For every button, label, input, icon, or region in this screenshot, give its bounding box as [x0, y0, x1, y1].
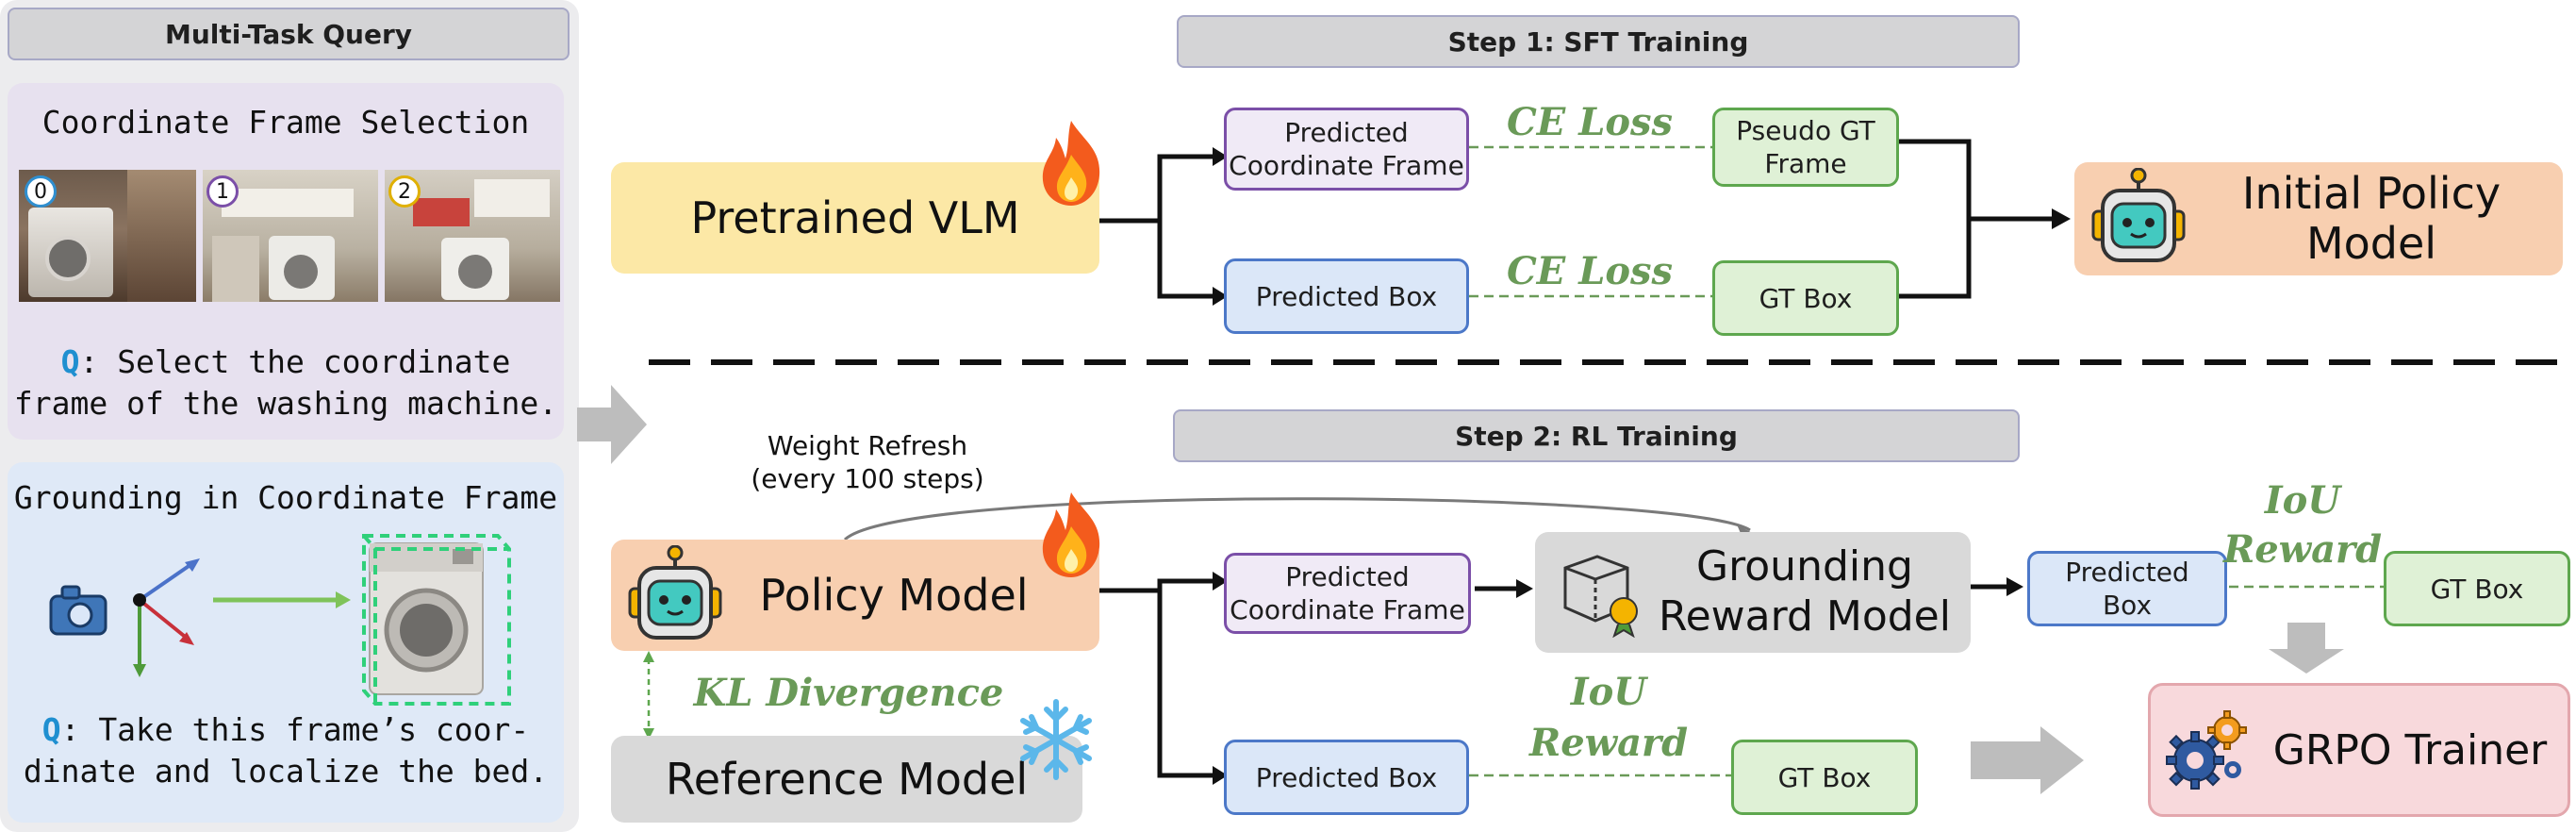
coordinate-frame-selection-title: Coordinate Frame Selection [41, 103, 530, 141]
grpo-trainer-box: GRPO Trainer [2148, 683, 2570, 817]
frame-label-1: 1 [206, 175, 239, 208]
reference-model-box: Reference Model [611, 736, 1082, 823]
question-1: Q: Select the coordinate frame of the wa… [8, 341, 564, 424]
frame-label-2: 2 [388, 175, 421, 208]
predicted-box-step1: Predicted Box [1224, 258, 1469, 334]
predicted-coordinate-frame-box-2: Predicted Coordinate Frame [1224, 553, 1471, 634]
initial-policy-line1: Initial Policy [2241, 168, 2502, 220]
weight-refresh-label: Weight Refresh (every 100 steps) [726, 424, 1009, 500]
grpo-trainer-label: GRPO Trainer [2272, 725, 2548, 774]
fire-icon [1042, 121, 1100, 206]
iou-top-line2: Reward [2222, 527, 2383, 572]
question-1-line-2: frame of the washing machine. [13, 385, 558, 422]
iou-reward-top: IoU Reward [2218, 474, 2387, 577]
pseudo-gt-frame-box: Pseudo GT Frame [1712, 108, 1899, 187]
flow-arrow-left [577, 385, 647, 464]
predicted-box-step2: Predicted Box [1224, 740, 1469, 815]
iou-reward-bottom: IoU Reward [1514, 662, 1703, 774]
pred-frame-line2: Coordinate Frame [1229, 150, 1464, 181]
grounding-rm-line1: Grounding [1696, 542, 1913, 591]
initial-policy-line2: Model [2305, 218, 2437, 269]
camera-icon [49, 585, 107, 636]
robot-icon [2091, 168, 2186, 262]
iou-bottom-line2: Reward [1528, 721, 1689, 765]
gt-box-bottom: GT Box [1731, 740, 1918, 815]
snowflake-icon [1020, 699, 1092, 780]
predicted-coordinate-frame-box: Predicted Coordinate Frame [1224, 108, 1469, 191]
pretrained-vlm-box: Pretrained VLM [611, 162, 1099, 274]
pred-frame-line1: Predicted [1284, 117, 1409, 148]
q-prefix-2: Q [41, 711, 61, 748]
question-2-line-1: : Take this frame’s coor- [60, 711, 530, 748]
cube-icon [1563, 555, 1638, 638]
fire-icon [1042, 492, 1100, 577]
robot-icon [628, 545, 722, 640]
gt-box-step1: GT Box [1712, 260, 1899, 336]
pseudo-gt-line2: Frame [1764, 148, 1847, 179]
grounding-reward-model-box: Grounding Reward Model [1535, 532, 1971, 653]
step1-header: Step 1: SFT Training [1177, 15, 2020, 68]
weight-refresh-line2: (every 100 steps) [751, 463, 984, 494]
gt-box-top: GT Box [2384, 551, 2570, 626]
ce-loss-2: CE Loss [1506, 248, 1674, 293]
room-image-1 [203, 170, 378, 302]
bounding-box [362, 534, 511, 706]
grounding-illustration [49, 534, 511, 706]
frame-label-0: 0 [25, 175, 57, 208]
grounding-rm-line2: Reward Model [1659, 592, 1951, 641]
iou-bottom-line1: IoU [1570, 670, 1647, 714]
step2-header: Step 2: RL Training [1173, 409, 2020, 462]
pred-frame2-line2: Coordinate Frame [1230, 594, 1465, 625]
question-1-line-1: : Select the coordinate [79, 343, 511, 380]
pred-box-rm-line1: Predicted [2065, 557, 2189, 588]
pseudo-gt-line1: Pseudo GT [1736, 115, 1875, 146]
coordinate-axes-icon [133, 558, 200, 677]
policy-model-label: Policy Model [759, 570, 1029, 621]
predicted-box-rm: Predicted Box [2027, 551, 2227, 626]
weight-refresh-line1: Weight Refresh [767, 430, 968, 461]
pred-box-rm-line2: Box [2102, 590, 2153, 621]
gear-icon [2166, 710, 2247, 790]
question-2: Q: Take this frame’s coor- dinate and lo… [8, 709, 564, 792]
multi-task-query-header: Multi-Task Query [8, 8, 570, 60]
pred-frame2-line1: Predicted [1285, 561, 1410, 592]
kl-divergence-label: KL Divergence [693, 670, 1004, 715]
ce-loss-1: CE Loss [1506, 99, 1674, 144]
washing-machine-image [369, 542, 484, 695]
q-prefix: Q [60, 343, 80, 380]
question-2-line-2: dinate and localize the bed. [23, 753, 549, 790]
iou-top-line1: IoU [2264, 478, 2341, 523]
grounding-title: Grounding in Coordinate Frame [13, 478, 558, 516]
